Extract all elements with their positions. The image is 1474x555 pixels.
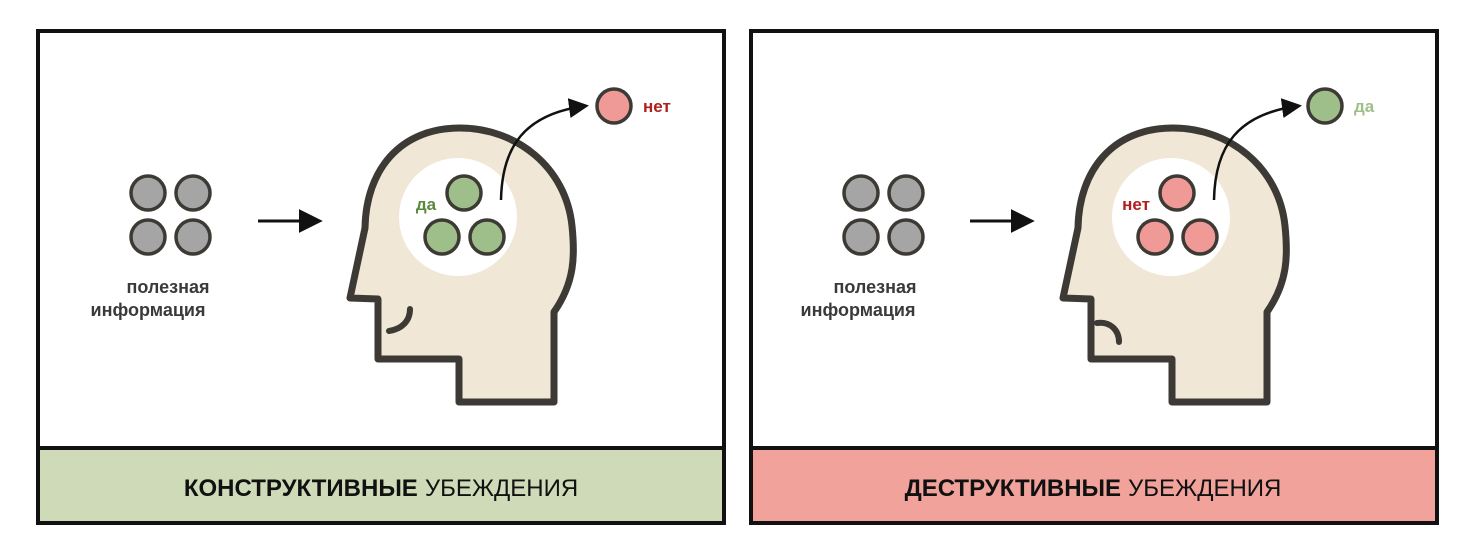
banner-regular-word: УБЕЖДЕНИЯ — [425, 475, 578, 502]
banner-destructive — [749, 446, 1439, 525]
info-ball — [887, 218, 925, 256]
mouth-smile — [386, 306, 413, 334]
info-ball — [174, 218, 212, 256]
outer-label: да — [1354, 97, 1375, 116]
info-label-line2: информация — [91, 300, 206, 320]
info-ball — [842, 218, 880, 256]
banner-regular-word: УБЕЖДЕНИЯ — [1128, 475, 1281, 502]
accepted-beliefs — [1136, 174, 1219, 256]
rejected-ball — [1306, 87, 1344, 125]
belief-ball — [468, 218, 506, 256]
rejected-ball — [595, 87, 633, 125]
info-ball — [129, 218, 167, 256]
info-balls — [129, 174, 212, 256]
mouth-frown — [1094, 319, 1122, 345]
reject-arrow — [499, 98, 589, 201]
panel-constructive: КОНСТРУКТИВНЫЕ УБЕЖДЕНИЯ полезная информа… — [36, 29, 726, 525]
info-label-line1: полезная — [127, 277, 210, 297]
banner-bold-word: ДЕСТРУКТИВНЫЕ — [905, 475, 1121, 502]
info-ball — [129, 174, 167, 212]
inner-label: нет — [1122, 195, 1150, 214]
info-label-line1: полезная — [834, 277, 917, 297]
banner-constructive-text: КОНСТРУКТИВНЫЕ УБЕЖДЕНИЯ — [184, 475, 578, 502]
outer-label: нет — [643, 97, 671, 116]
panel-destructive: ДЕСТРУКТИВНЫЕ УБЕЖДЕНИЯ полезная информац… — [749, 29, 1439, 525]
banner-destructive-text: ДЕСТРУКТИВНЫЕ УБЕЖДЕНИЯ — [905, 475, 1282, 502]
banner-bold-word: КОНСТРУКТИВНЫЕ — [184, 475, 418, 502]
belief-ball — [445, 174, 483, 212]
accepted-beliefs — [423, 174, 506, 256]
belief-ball — [423, 218, 461, 256]
belief-ball — [1181, 218, 1219, 256]
info-label-line2: информация — [801, 300, 916, 320]
info-ball — [174, 174, 212, 212]
reject-arrow — [1212, 98, 1302, 201]
banner-constructive — [36, 446, 726, 525]
info-balls — [842, 174, 925, 256]
belief-ball — [1136, 218, 1174, 256]
info-ball — [887, 174, 925, 212]
info-ball — [842, 174, 880, 212]
inner-label: да — [416, 195, 437, 214]
belief-ball — [1158, 174, 1196, 212]
